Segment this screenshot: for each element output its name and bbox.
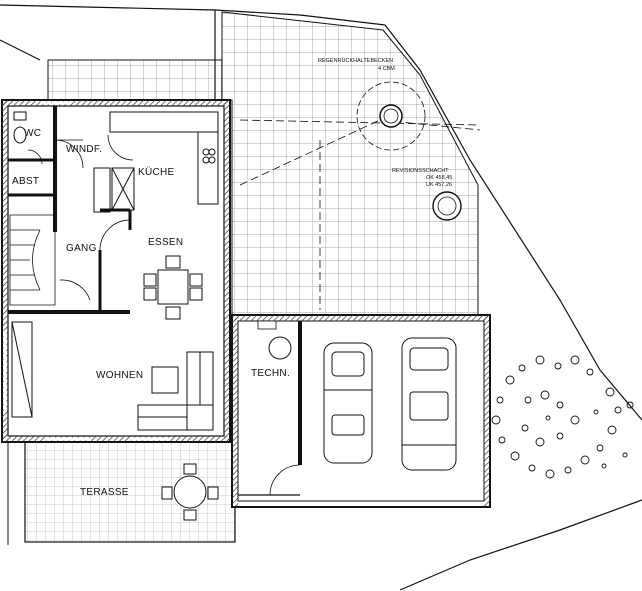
label-kueche: KÜCHE — [138, 166, 175, 178]
kitchen-counters — [93, 111, 219, 213]
dining-table — [143, 255, 203, 320]
label-essen: ESSEN — [148, 237, 183, 248]
property-boundary — [0, 4, 642, 591]
tank-volume: 4 CBM — [378, 66, 395, 72]
car-left — [323, 342, 373, 464]
terrace — [7, 441, 236, 545]
living-sofa — [11, 321, 214, 431]
wc-fixture — [13, 111, 27, 144]
label-gang: GANG — [66, 243, 97, 254]
tank-label: REGENRÜCKHALTEBECKEN — [318, 57, 393, 64]
staircase — [9, 214, 56, 306]
shaft-label: REVISIONSSCHACHT — [392, 168, 449, 174]
inspection-shaft — [432, 191, 462, 221]
label-abst: ABST — [12, 176, 39, 187]
shaft-uk: UK 457,26 — [426, 182, 452, 188]
rainwater-tank — [356, 81, 426, 151]
label-windfang: WINDF. — [66, 144, 102, 155]
car-right — [401, 337, 457, 471]
shaft-ok: OK 458,45 — [426, 175, 452, 181]
doors — [27, 134, 134, 301]
label-wohnen: WOHNEN — [96, 370, 143, 381]
label-techn: TECHN. — [251, 368, 290, 379]
label-wc: WC — [24, 128, 41, 139]
paved-yard — [47, 11, 481, 316]
house-walls — [1, 99, 231, 443]
label-terasse: TERASSE — [80, 487, 129, 498]
shrubs — [491, 355, 634, 479]
